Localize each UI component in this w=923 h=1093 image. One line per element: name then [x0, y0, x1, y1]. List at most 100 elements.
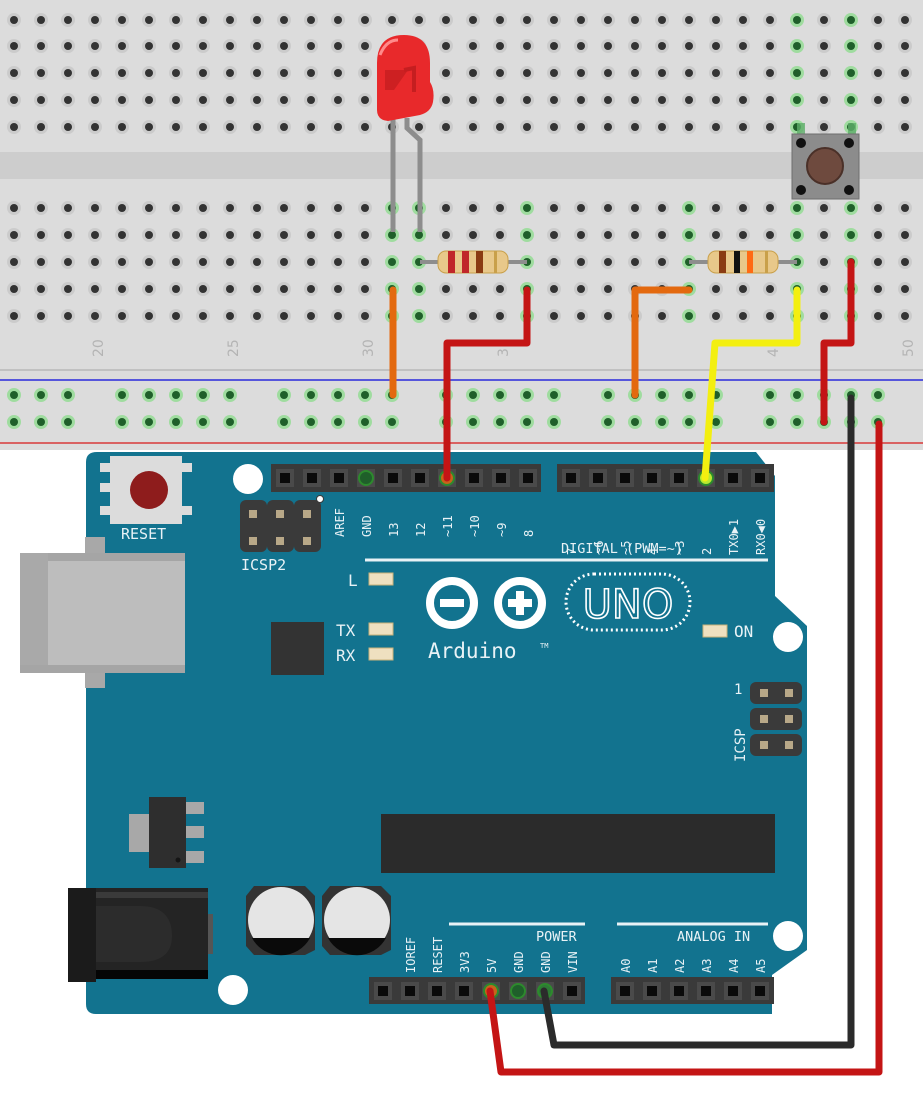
header-pin-active[interactable] — [510, 983, 526, 999]
breadboard-hole[interactable] — [577, 69, 585, 77]
breadboard-hole[interactable] — [550, 204, 558, 212]
breadboard-hole[interactable] — [766, 204, 774, 212]
breadboard-hole[interactable] — [739, 69, 747, 77]
breadboard-hole[interactable] — [118, 231, 126, 239]
breadboard-hole[interactable] — [901, 16, 909, 24]
rail-hole[interactable] — [550, 391, 558, 399]
rail-hole[interactable] — [523, 418, 531, 426]
header-pin[interactable] — [755, 473, 765, 483]
red-led[interactable] — [377, 35, 434, 232]
breadboard-hole[interactable] — [712, 69, 720, 77]
breadboard-hole[interactable] — [280, 258, 288, 266]
header-pin[interactable] — [755, 986, 765, 996]
breadboard-hole[interactable] — [118, 69, 126, 77]
breadboard-hole[interactable] — [631, 69, 639, 77]
header-pin[interactable] — [674, 473, 684, 483]
breadboard-hole[interactable] — [496, 69, 504, 77]
breadboard-hole[interactable] — [91, 231, 99, 239]
breadboard-hole[interactable] — [577, 285, 585, 293]
breadboard-hole[interactable] — [550, 16, 558, 24]
breadboard-hole[interactable] — [766, 96, 774, 104]
breadboard-hole[interactable] — [307, 312, 315, 320]
breadboard-hole[interactable] — [361, 96, 369, 104]
breadboard-hole[interactable] — [550, 312, 558, 320]
breadboard-hole[interactable] — [145, 69, 153, 77]
header-pin[interactable] — [728, 986, 738, 996]
rail-hole[interactable] — [631, 418, 639, 426]
breadboard-hole[interactable] — [658, 258, 666, 266]
header-pin[interactable] — [647, 986, 657, 996]
breadboard-hole[interactable] — [334, 285, 342, 293]
rail-hole[interactable] — [685, 391, 693, 399]
breadboard-hole[interactable] — [685, 312, 693, 320]
breadboard-hole[interactable] — [604, 204, 612, 212]
breadboard-hole[interactable] — [874, 231, 882, 239]
breadboard-hole[interactable] — [847, 96, 855, 104]
rail-hole[interactable] — [37, 391, 45, 399]
breadboard-hole[interactable] — [469, 312, 477, 320]
breadboard-hole[interactable] — [901, 258, 909, 266]
breadboard-hole[interactable] — [10, 231, 18, 239]
breadboard-hole[interactable] — [37, 42, 45, 50]
breadboard-hole[interactable] — [172, 312, 180, 320]
breadboard-hole[interactable] — [145, 204, 153, 212]
breadboard-hole[interactable] — [226, 258, 234, 266]
breadboard-hole[interactable] — [199, 42, 207, 50]
reset-button-cap[interactable] — [130, 471, 168, 509]
wire-resistor-to-pin-11[interactable] — [443, 286, 531, 482]
breadboard-hole[interactable] — [37, 285, 45, 293]
breadboard-hole[interactable] — [469, 204, 477, 212]
breadboard-hole[interactable] — [361, 204, 369, 212]
breadboard-hole[interactable] — [658, 204, 666, 212]
breadboard-hole[interactable] — [118, 96, 126, 104]
rail-hole[interactable] — [37, 418, 45, 426]
breadboard-hole[interactable] — [658, 69, 666, 77]
rail-hole[interactable] — [10, 418, 18, 426]
header-pin[interactable] — [593, 473, 603, 483]
breadboard-hole[interactable] — [469, 285, 477, 293]
breadboard-hole[interactable] — [766, 42, 774, 50]
breadboard-hole[interactable] — [901, 204, 909, 212]
breadboard-hole[interactable] — [793, 231, 801, 239]
breadboard-hole[interactable] — [199, 258, 207, 266]
breadboard-hole[interactable] — [118, 123, 126, 131]
breadboard-hole[interactable] — [712, 96, 720, 104]
wire-5v-to-power-rail[interactable] — [486, 420, 883, 1076]
breadboard-hole[interactable] — [712, 231, 720, 239]
breadboard-hole[interactable] — [199, 285, 207, 293]
breadboard-hole[interactable] — [577, 231, 585, 239]
breadboard-hole[interactable] — [550, 258, 558, 266]
rail-hole[interactable] — [685, 418, 693, 426]
breadboard-hole[interactable] — [739, 123, 747, 131]
breadboard-hole[interactable] — [658, 123, 666, 131]
breadboard-hole[interactable] — [901, 231, 909, 239]
breadboard-hole[interactable] — [280, 204, 288, 212]
breadboard-hole[interactable] — [10, 312, 18, 320]
breadboard-hole[interactable] — [442, 312, 450, 320]
breadboard-hole[interactable] — [118, 42, 126, 50]
breadboard-hole[interactable] — [280, 285, 288, 293]
breadboard-hole[interactable] — [523, 16, 531, 24]
breadboard-hole[interactable] — [820, 96, 828, 104]
breadboard-hole[interactable] — [37, 123, 45, 131]
breadboard-hole[interactable] — [118, 204, 126, 212]
breadboard-hole[interactable] — [280, 231, 288, 239]
breadboard-hole[interactable] — [496, 231, 504, 239]
breadboard-hole[interactable] — [118, 16, 126, 24]
breadboard-hole[interactable] — [685, 96, 693, 104]
breadboard-hole[interactable] — [712, 123, 720, 131]
breadboard-hole[interactable] — [91, 69, 99, 77]
breadboard-hole[interactable] — [334, 16, 342, 24]
breadboard-hole[interactable] — [739, 231, 747, 239]
header-pin[interactable] — [701, 986, 711, 996]
breadboard-hole[interactable] — [199, 204, 207, 212]
breadboard-hole[interactable] — [847, 204, 855, 212]
breadboard-hole[interactable] — [334, 96, 342, 104]
breadboard-hole[interactable] — [874, 69, 882, 77]
breadboard-hole[interactable] — [91, 123, 99, 131]
breadboard-hole[interactable] — [280, 16, 288, 24]
breadboard-hole[interactable] — [901, 42, 909, 50]
breadboard-hole[interactable] — [253, 123, 261, 131]
pushbutton-cap[interactable] — [806, 147, 844, 185]
breadboard-hole[interactable] — [361, 231, 369, 239]
